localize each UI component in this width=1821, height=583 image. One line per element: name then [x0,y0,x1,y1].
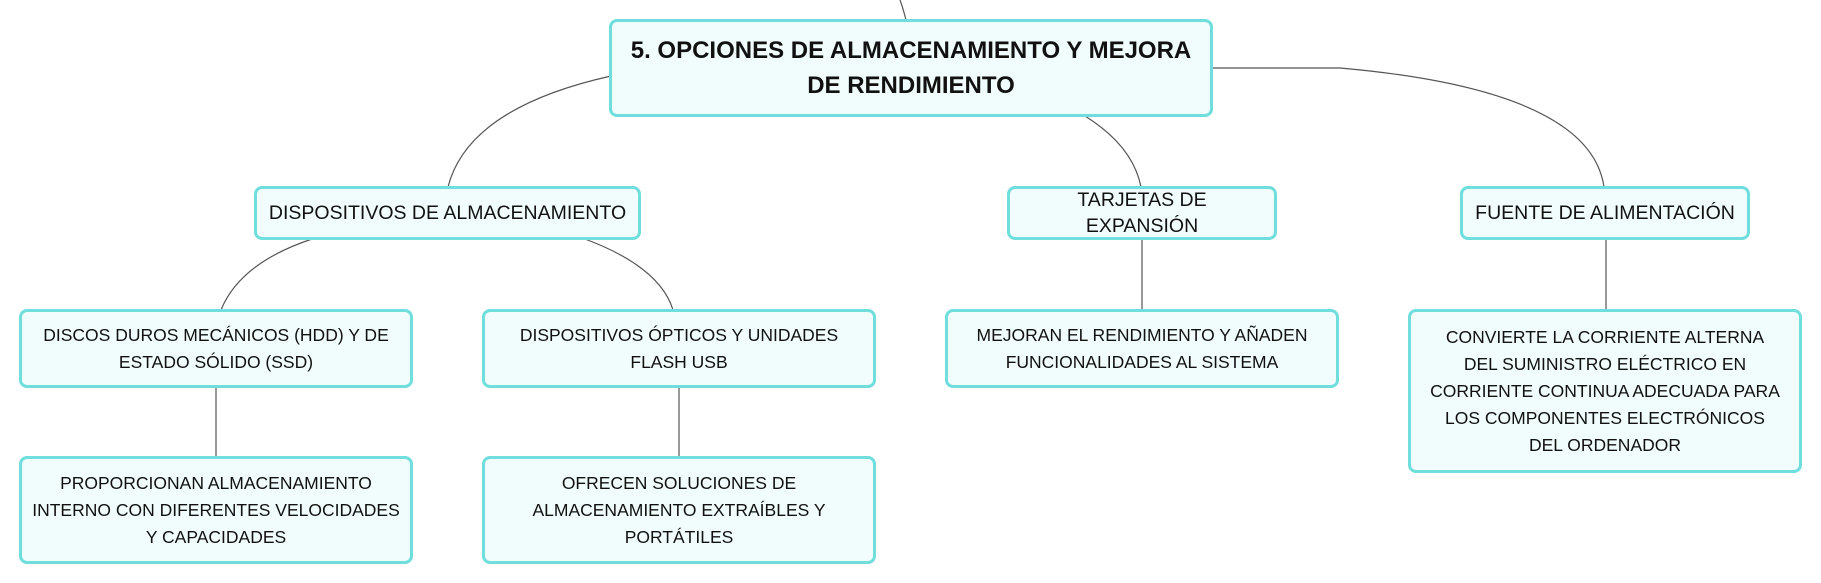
expansion-cards-node[interactable]: TARJETAS DE EXPANSIÓN [1007,186,1277,240]
storage-devices-label: DISPOSITIVOS DE ALMACENAMIENTO [268,202,627,224]
connector-storage-to-hdd [220,238,313,311]
root-node[interactable]: 5. OPCIONES DE ALMACENAMIENTO Y MEJORA D… [609,19,1213,117]
expansion-detail-label: MEJORAN EL RENDIMIENTO Y AÑADEN FUNCIONA… [976,324,1308,372]
power-detail-node[interactable]: CONVIERTE LA CORRIENTE ALTERNA DEL SUMIN… [1408,309,1802,473]
connector-storage-to-optical [584,238,674,311]
connector-incoming-to-root [899,0,907,21]
expansion-detail-node[interactable]: MEJORAN EL RENDIMIENTO Y AÑADEN FUNCIONA… [945,309,1339,388]
optical-usb-label: DISPOSITIVOS ÓPTICOS Y UNIDADES FLASH US… [519,324,839,372]
power-detail-label: CONVIERTE LA CORRIENTE ALTERNA DEL SUMIN… [1430,326,1780,455]
connector-root-to-power [1212,67,1605,188]
connector-root-to-storage [447,75,612,188]
power-supply-label: FUENTE DE ALIMENTACIÓN [1475,202,1735,224]
optical-usb-detail-node[interactable]: OFRECEN SOLUCIONES DE ALMACENAMIENTO EXT… [482,456,876,564]
power-supply-node[interactable]: FUENTE DE ALIMENTACIÓN [1460,186,1750,240]
optical-usb-detail-label: OFRECEN SOLUCIONES DE ALMACENAMIENTO EXT… [532,472,826,547]
root-node-label: 5. OPCIONES DE ALMACENAMIENTO Y MEJORA D… [630,37,1192,99]
connector-root-to-expansion [1084,115,1142,188]
expansion-cards-label: TARJETAS DE EXPANSIÓN [1077,189,1207,237]
hdd-ssd-label: DISCOS DUROS MECÁNICOS (HDD) Y DE ESTADO… [43,324,389,372]
hdd-ssd-node[interactable]: DISCOS DUROS MECÁNICOS (HDD) Y DE ESTADO… [19,309,413,388]
hdd-ssd-detail-label: PROPORCIONAN ALMACENAMIENTO INTERNO CON … [32,472,400,547]
optical-usb-node[interactable]: DISPOSITIVOS ÓPTICOS Y UNIDADES FLASH US… [482,309,876,388]
hdd-ssd-detail-node[interactable]: PROPORCIONAN ALMACENAMIENTO INTERNO CON … [19,456,413,564]
storage-devices-node[interactable]: DISPOSITIVOS DE ALMACENAMIENTO [254,186,641,240]
